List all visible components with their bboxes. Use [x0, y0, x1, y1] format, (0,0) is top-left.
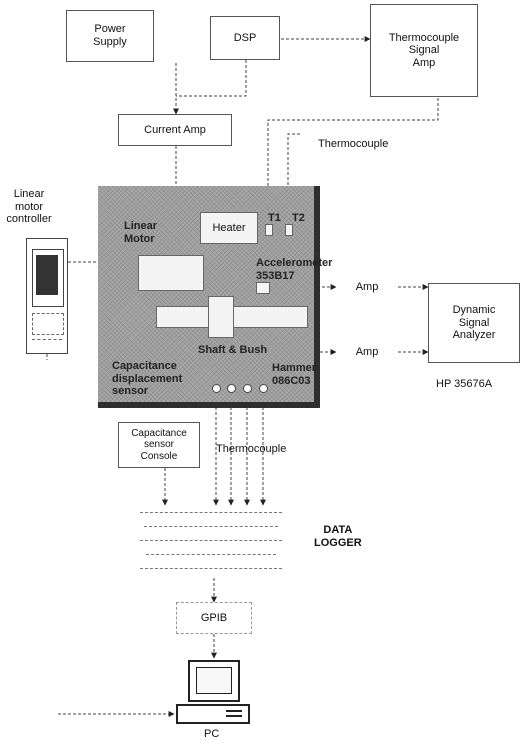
thermocouple-signal-amp-block: Thermocouple Signal Amp — [370, 4, 478, 97]
thermocouple-top-label: Thermocouple — [318, 138, 389, 150]
amp-top-block: Amp — [336, 276, 398, 298]
t2-label: T2 — [292, 212, 305, 224]
heater-block: Heater — [200, 212, 258, 244]
gpib-block: GPIB — [176, 602, 252, 634]
hammer-label: Hammer 086C03 — [272, 362, 317, 387]
pc-screen — [196, 667, 232, 694]
t1-label: T1 — [268, 212, 281, 224]
accelerometer-label: Accelerometer 353B17 — [256, 257, 333, 282]
data-logger-label: DATA LOGGER — [314, 524, 362, 549]
shaft-bush-label: Shaft & Bush — [198, 344, 268, 356]
dsp-to-current-amp-line — [176, 60, 247, 97]
thermocouple-bottom-label: Thermocouple — [216, 443, 287, 455]
capacitance-displacement-label: Capacitance displacement sensor — [112, 360, 183, 398]
linear-motor-controller-unit — [26, 238, 68, 354]
bush-block — [208, 296, 234, 338]
data-logger-panel — [140, 508, 282, 572]
power-supply-block: Power Supply — [66, 10, 154, 62]
pc-base-unit — [176, 704, 250, 724]
linear-motor-label: Linear Motor — [124, 220, 158, 245]
capacitance-sensor-console-block: Capacitance sensor Console — [118, 422, 200, 468]
linear-motor-body — [138, 255, 204, 291]
current-amp-block: Current Amp — [118, 114, 232, 146]
pc-label: PC — [204, 728, 220, 740]
dynamic-signal-analyzer-block: Dynamic Signal Analyzer — [428, 283, 520, 363]
thermocouple-t2 — [285, 224, 293, 236]
accelerometer-sensor — [256, 282, 270, 294]
linear-motor-controller-label: Linear motor controller — [6, 188, 52, 226]
amp-bottom-block: Amp — [336, 341, 398, 363]
dsp-block: DSP — [210, 16, 280, 60]
pc-monitor — [188, 660, 240, 702]
thermocouple-t1 — [265, 224, 273, 236]
hp-analyzer-label: HP 35676A — [436, 378, 493, 390]
sensor-connectors — [208, 384, 278, 394]
heater-label: Heater — [212, 222, 246, 234]
